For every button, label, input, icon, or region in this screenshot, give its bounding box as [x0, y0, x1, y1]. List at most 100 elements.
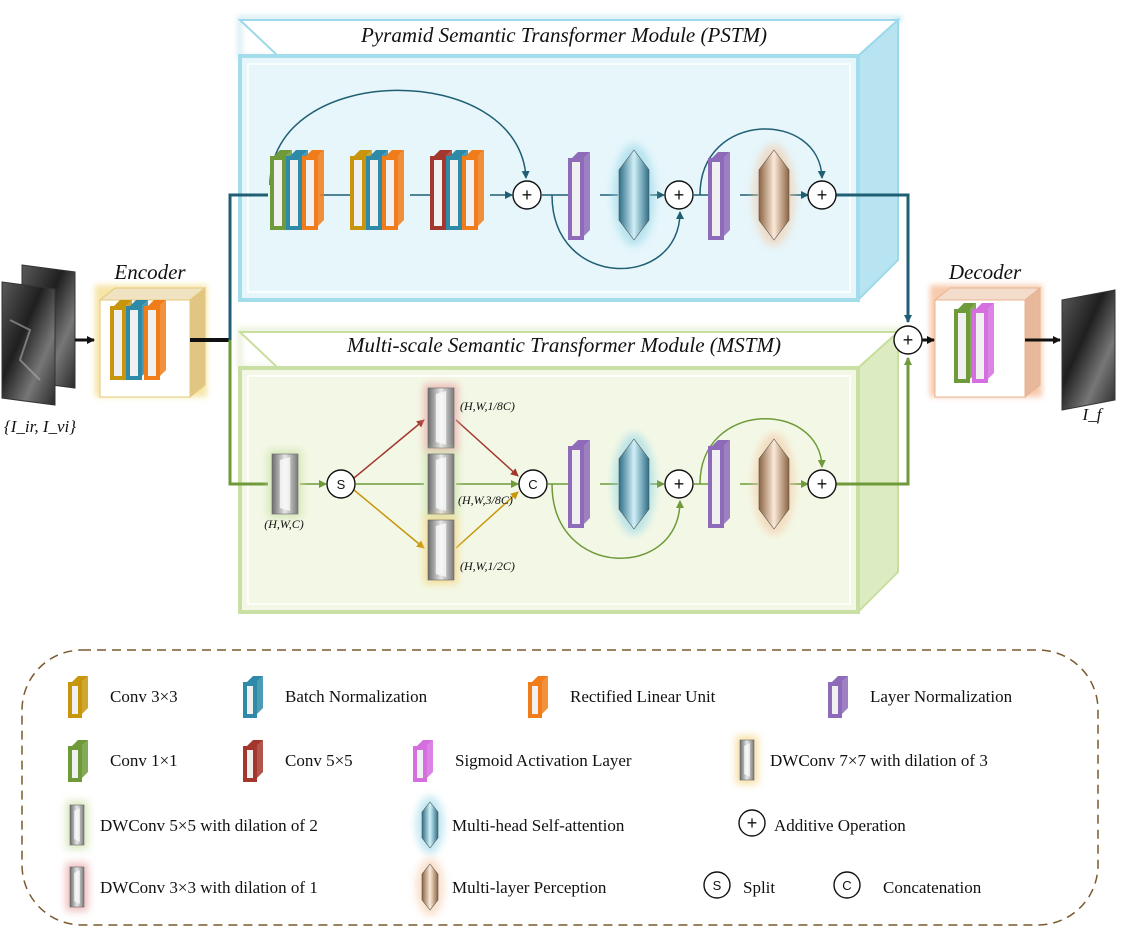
svg-text:+: +: [522, 185, 533, 205]
mhsa-icon: [416, 796, 444, 854]
dwconv-input-shape: (H,W,C): [264, 517, 304, 531]
mstm-layernorm-1: [568, 440, 590, 528]
mstm-output-line: [836, 357, 912, 486]
pstm-relu-block-1: [302, 150, 324, 230]
legend-item: Sigmoid Activation Layer: [413, 740, 632, 782]
dwconv7-icon: [736, 736, 758, 784]
mstm-mlp-block: [753, 433, 795, 535]
mlp-icon: [416, 858, 444, 916]
legend-item: Layer Normalization: [828, 676, 1013, 718]
legend-label: Concatenation: [883, 878, 982, 897]
svg-text:+: +: [817, 185, 828, 205]
legend-label: Conv 3×3: [110, 687, 178, 706]
legend-item: Multi-head Self-attention: [416, 796, 625, 854]
pstm-add-1: +: [512, 180, 542, 210]
svg-text:+: +: [903, 330, 914, 350]
operations-layer: + + + S C + + +: [326, 180, 923, 499]
svg-text:C: C: [842, 878, 851, 893]
sigmoid-icon: [413, 740, 433, 782]
legend-item: Rectified Linear Unit: [528, 676, 716, 718]
conv3x3-icon: [68, 676, 88, 718]
relu-icon: [528, 676, 548, 718]
pstm-layernorm-1: [568, 152, 590, 240]
encoder-relu-block: [144, 300, 166, 380]
pstm-output-line: [836, 193, 912, 323]
mstm-add-1: +: [664, 469, 694, 499]
pstm-add-2: +: [664, 180, 694, 210]
mstm-input-line: [228, 340, 268, 486]
svg-text:+: +: [674, 185, 685, 205]
legend-label: Multi-layer Perception: [452, 878, 607, 897]
mstm-dwconv7-branch: [424, 516, 458, 584]
split-icon: S: [703, 871, 731, 899]
legend-item: Batch Normalization: [243, 676, 428, 718]
batch-norm-icon: [243, 676, 263, 718]
legend-box: [21, 649, 1099, 926]
branch-2-shape: (H,W,3/8C): [458, 493, 513, 507]
legend-item: Multi-layer Perception: [416, 858, 607, 916]
pstm-module: Pyramid Semantic Transformer Module (PST…: [237, 16, 904, 303]
legend-item: Conv 5×5: [243, 740, 353, 782]
dwconv5-icon: [66, 801, 88, 849]
pstm-add-3: +: [807, 180, 837, 210]
pstm-input-line: [228, 193, 268, 340]
legend-item: DWConv 5×5 with dilation of 2: [66, 801, 318, 849]
layer-norm-icon: [828, 676, 848, 718]
output-image: [1061, 289, 1116, 411]
decoder-label: Decoder: [948, 260, 1022, 284]
svg-text:+: +: [817, 474, 828, 494]
branch-3-shape: (H,W,1/2C): [460, 559, 515, 573]
pstm-mlp-block: [753, 144, 795, 246]
decoder-sigmoid-block: [972, 303, 994, 383]
pstm-title: Pyramid Semantic Transformer Module (PST…: [360, 23, 767, 47]
svg-text:S: S: [713, 878, 722, 893]
mstm-title: Multi-scale Semantic Transformer Module …: [346, 333, 781, 357]
legend-label: Split: [743, 878, 775, 897]
legend-item: DWConv 7×7 with dilation of 3: [736, 736, 988, 784]
concat-icon: C: [833, 871, 861, 899]
legend-item: S Split: [703, 871, 775, 899]
mstm-dwconv3-branch: [424, 384, 458, 452]
svg-text:S: S: [337, 477, 346, 492]
legend-label: DWConv 7×7 with dilation of 3: [770, 751, 988, 770]
legend-item: Conv 1×1: [68, 740, 178, 782]
pstm-layernorm-2: [708, 152, 730, 240]
mstm-dwconv5-branch: [424, 450, 458, 518]
mstm-mhsa-block: [613, 433, 655, 535]
mstm-layernorm-2: [708, 440, 730, 528]
input-images: [1, 264, 76, 406]
mstm-add-2: +: [807, 469, 837, 499]
mstm-internal-lines: [300, 417, 826, 559]
svg-text:+: +: [747, 813, 758, 833]
svg-text:C: C: [528, 477, 537, 492]
legend-item: C Concatenation: [833, 871, 982, 899]
legend-item: + Additive Operation: [738, 809, 906, 837]
blocks-layer: [110, 144, 994, 584]
encoder-label: Encoder: [113, 260, 186, 284]
add-icon: +: [738, 809, 766, 837]
legend-label: DWConv 3×3 with dilation of 1: [100, 878, 318, 897]
branch-1-shape: (H,W,1/8C): [460, 399, 515, 413]
legend-label: Multi-head Self-attention: [452, 816, 625, 835]
pstm-relu-block-3: [462, 150, 484, 230]
legend-item: Conv 3×3: [68, 676, 178, 718]
legend-label: Additive Operation: [774, 816, 906, 835]
output-label: I_f: [1082, 405, 1104, 424]
mstm-dwconv-input: [268, 450, 302, 518]
mstm-concat-op: C: [518, 469, 548, 499]
legend-label: Rectified Linear Unit: [570, 687, 716, 706]
pstm-relu-block-2: [382, 150, 404, 230]
legend-label: DWConv 5×5 with dilation of 2: [100, 816, 318, 835]
mstm-split-op: S: [326, 469, 356, 499]
conv5x5-icon: [243, 740, 263, 782]
final-add-op: +: [893, 325, 923, 355]
legend-label: Sigmoid Activation Layer: [455, 751, 632, 770]
dwconv3-icon: [66, 863, 88, 911]
pstm-mhsa-block: [613, 144, 655, 246]
legend-label: Layer Normalization: [870, 687, 1013, 706]
legend: Conv 3×3 Batch Normalization Rectified Lin…: [66, 676, 1013, 916]
legend-label: Conv 1×1: [110, 751, 178, 770]
legend-item: DWConv 3×3 with dilation of 1: [66, 863, 318, 911]
legend-label: Batch Normalization: [285, 687, 428, 706]
